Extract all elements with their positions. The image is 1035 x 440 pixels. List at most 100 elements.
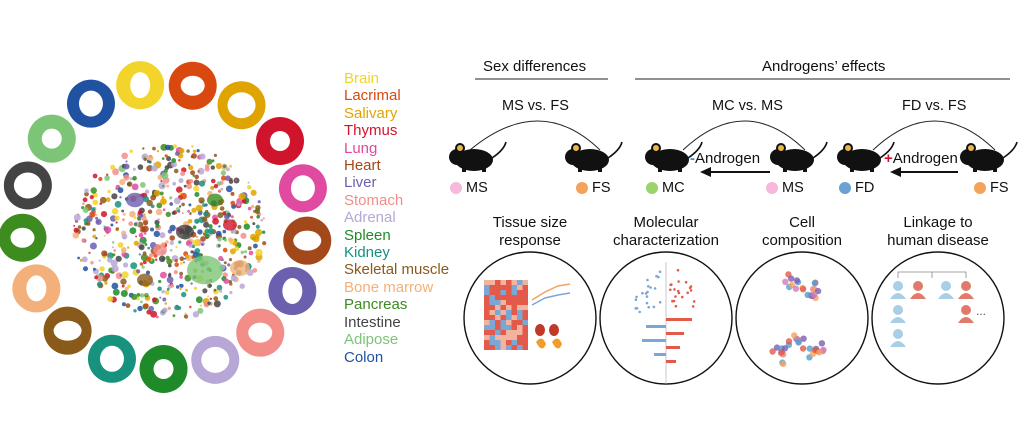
cell-dot	[147, 246, 151, 250]
cell-dot	[104, 281, 108, 285]
mouse-fs	[564, 141, 623, 173]
mouse-ms	[448, 141, 507, 173]
cell-dot	[96, 274, 104, 282]
cell-dot	[135, 235, 138, 238]
cell-dot	[188, 179, 194, 184]
cell-dot	[166, 287, 170, 291]
cell-dot	[192, 225, 197, 229]
heatmap-cell	[484, 330, 490, 335]
heatmap-cell	[522, 305, 528, 310]
heatmap-cell	[495, 300, 501, 305]
plus-sign: +	[884, 150, 893, 167]
heatmap-cell	[506, 330, 512, 335]
heatmap-cell	[495, 335, 501, 340]
legend-item: Skeletal muscle	[344, 261, 450, 279]
group-label-fd: FD	[855, 180, 875, 196]
cell-dot	[199, 304, 203, 307]
comparison-title-1: MS vs. FS	[502, 98, 569, 114]
cell-dot	[129, 227, 137, 235]
heatmap-cell	[517, 305, 523, 310]
cell-dot	[229, 164, 233, 168]
cell-dot	[121, 284, 125, 288]
heatmap-cell	[517, 295, 523, 300]
heatmap-cell	[495, 285, 501, 290]
cell-dot	[117, 187, 124, 194]
volcano-point	[658, 301, 662, 304]
arc-fd-fs	[872, 120, 996, 151]
cell	[792, 285, 800, 292]
arrowhead-fd-fs-icon	[890, 167, 901, 177]
heatmap-cell	[522, 325, 528, 330]
cell-dot	[167, 273, 172, 278]
cell-dot	[133, 240, 139, 246]
cell-dot	[250, 189, 257, 196]
cell-dot	[115, 221, 118, 224]
cell-dot	[110, 164, 116, 170]
cell-dot	[145, 270, 151, 275]
heatmap-cell	[511, 285, 517, 290]
organ-silhouette-icon	[290, 175, 315, 202]
cell-dot	[142, 251, 147, 256]
cell-dot	[199, 153, 206, 160]
cell-dot	[216, 181, 222, 186]
cell-dot	[160, 198, 167, 205]
cell-dot	[192, 174, 195, 177]
volcano-point	[688, 286, 692, 290]
cell-dot	[129, 149, 133, 153]
heatmap-cell	[517, 335, 523, 340]
organ-icon	[552, 338, 562, 349]
cell-dot	[181, 212, 184, 215]
heatmap-cell	[489, 315, 495, 320]
volcano-point	[676, 268, 680, 272]
cell-dot	[104, 226, 112, 234]
cell-dot	[121, 271, 129, 279]
cell-dot	[173, 144, 177, 149]
heatmap-cell	[484, 325, 490, 330]
cell-dot	[133, 222, 138, 227]
cell	[806, 345, 813, 352]
cell-dot	[193, 286, 198, 290]
heatmap-cell	[506, 305, 512, 310]
cell-dot	[92, 267, 96, 271]
cell-dot	[140, 300, 143, 304]
volcano-point	[681, 295, 684, 299]
cell-dot	[143, 157, 147, 161]
cell-dot	[92, 173, 98, 179]
heatmap-cell	[484, 300, 490, 305]
cell-dot	[143, 232, 147, 235]
tissue-atlas	[0, 61, 332, 393]
cell-dot	[137, 164, 144, 170]
cell-dot	[243, 220, 248, 224]
volcano-point	[670, 283, 673, 286]
cell-dot	[112, 253, 116, 257]
group-dot-mc	[646, 182, 658, 194]
heatmap-cell	[511, 345, 517, 350]
cell-dot	[247, 206, 252, 211]
cell-dot	[158, 182, 166, 190]
heatmap-cell	[517, 345, 523, 350]
cell-dot	[172, 314, 176, 318]
cell-dot	[255, 205, 261, 211]
cell-dot	[125, 303, 131, 308]
cell-dot	[225, 185, 233, 193]
cell-dot	[112, 168, 119, 176]
cell-dot	[72, 232, 80, 239]
cell-dot	[178, 147, 185, 154]
cluster-blob	[126, 192, 144, 208]
heatmap-cell	[511, 325, 517, 330]
bar	[654, 353, 666, 356]
cell-dot	[255, 249, 263, 257]
panel-tissue-size	[463, 251, 597, 385]
cell-dot	[103, 234, 106, 237]
cell-dot	[162, 307, 168, 313]
cell-dot	[184, 254, 190, 259]
cell-dot	[192, 311, 200, 318]
androgen-text: Androgen	[695, 150, 761, 167]
cell-dot	[208, 284, 212, 288]
cell-dot	[156, 150, 160, 153]
heatmap-cell	[522, 335, 528, 340]
cell-dot	[129, 177, 133, 181]
cell-dot	[246, 185, 252, 190]
heatmap-cell	[522, 330, 528, 335]
person-head-icon	[893, 305, 903, 315]
